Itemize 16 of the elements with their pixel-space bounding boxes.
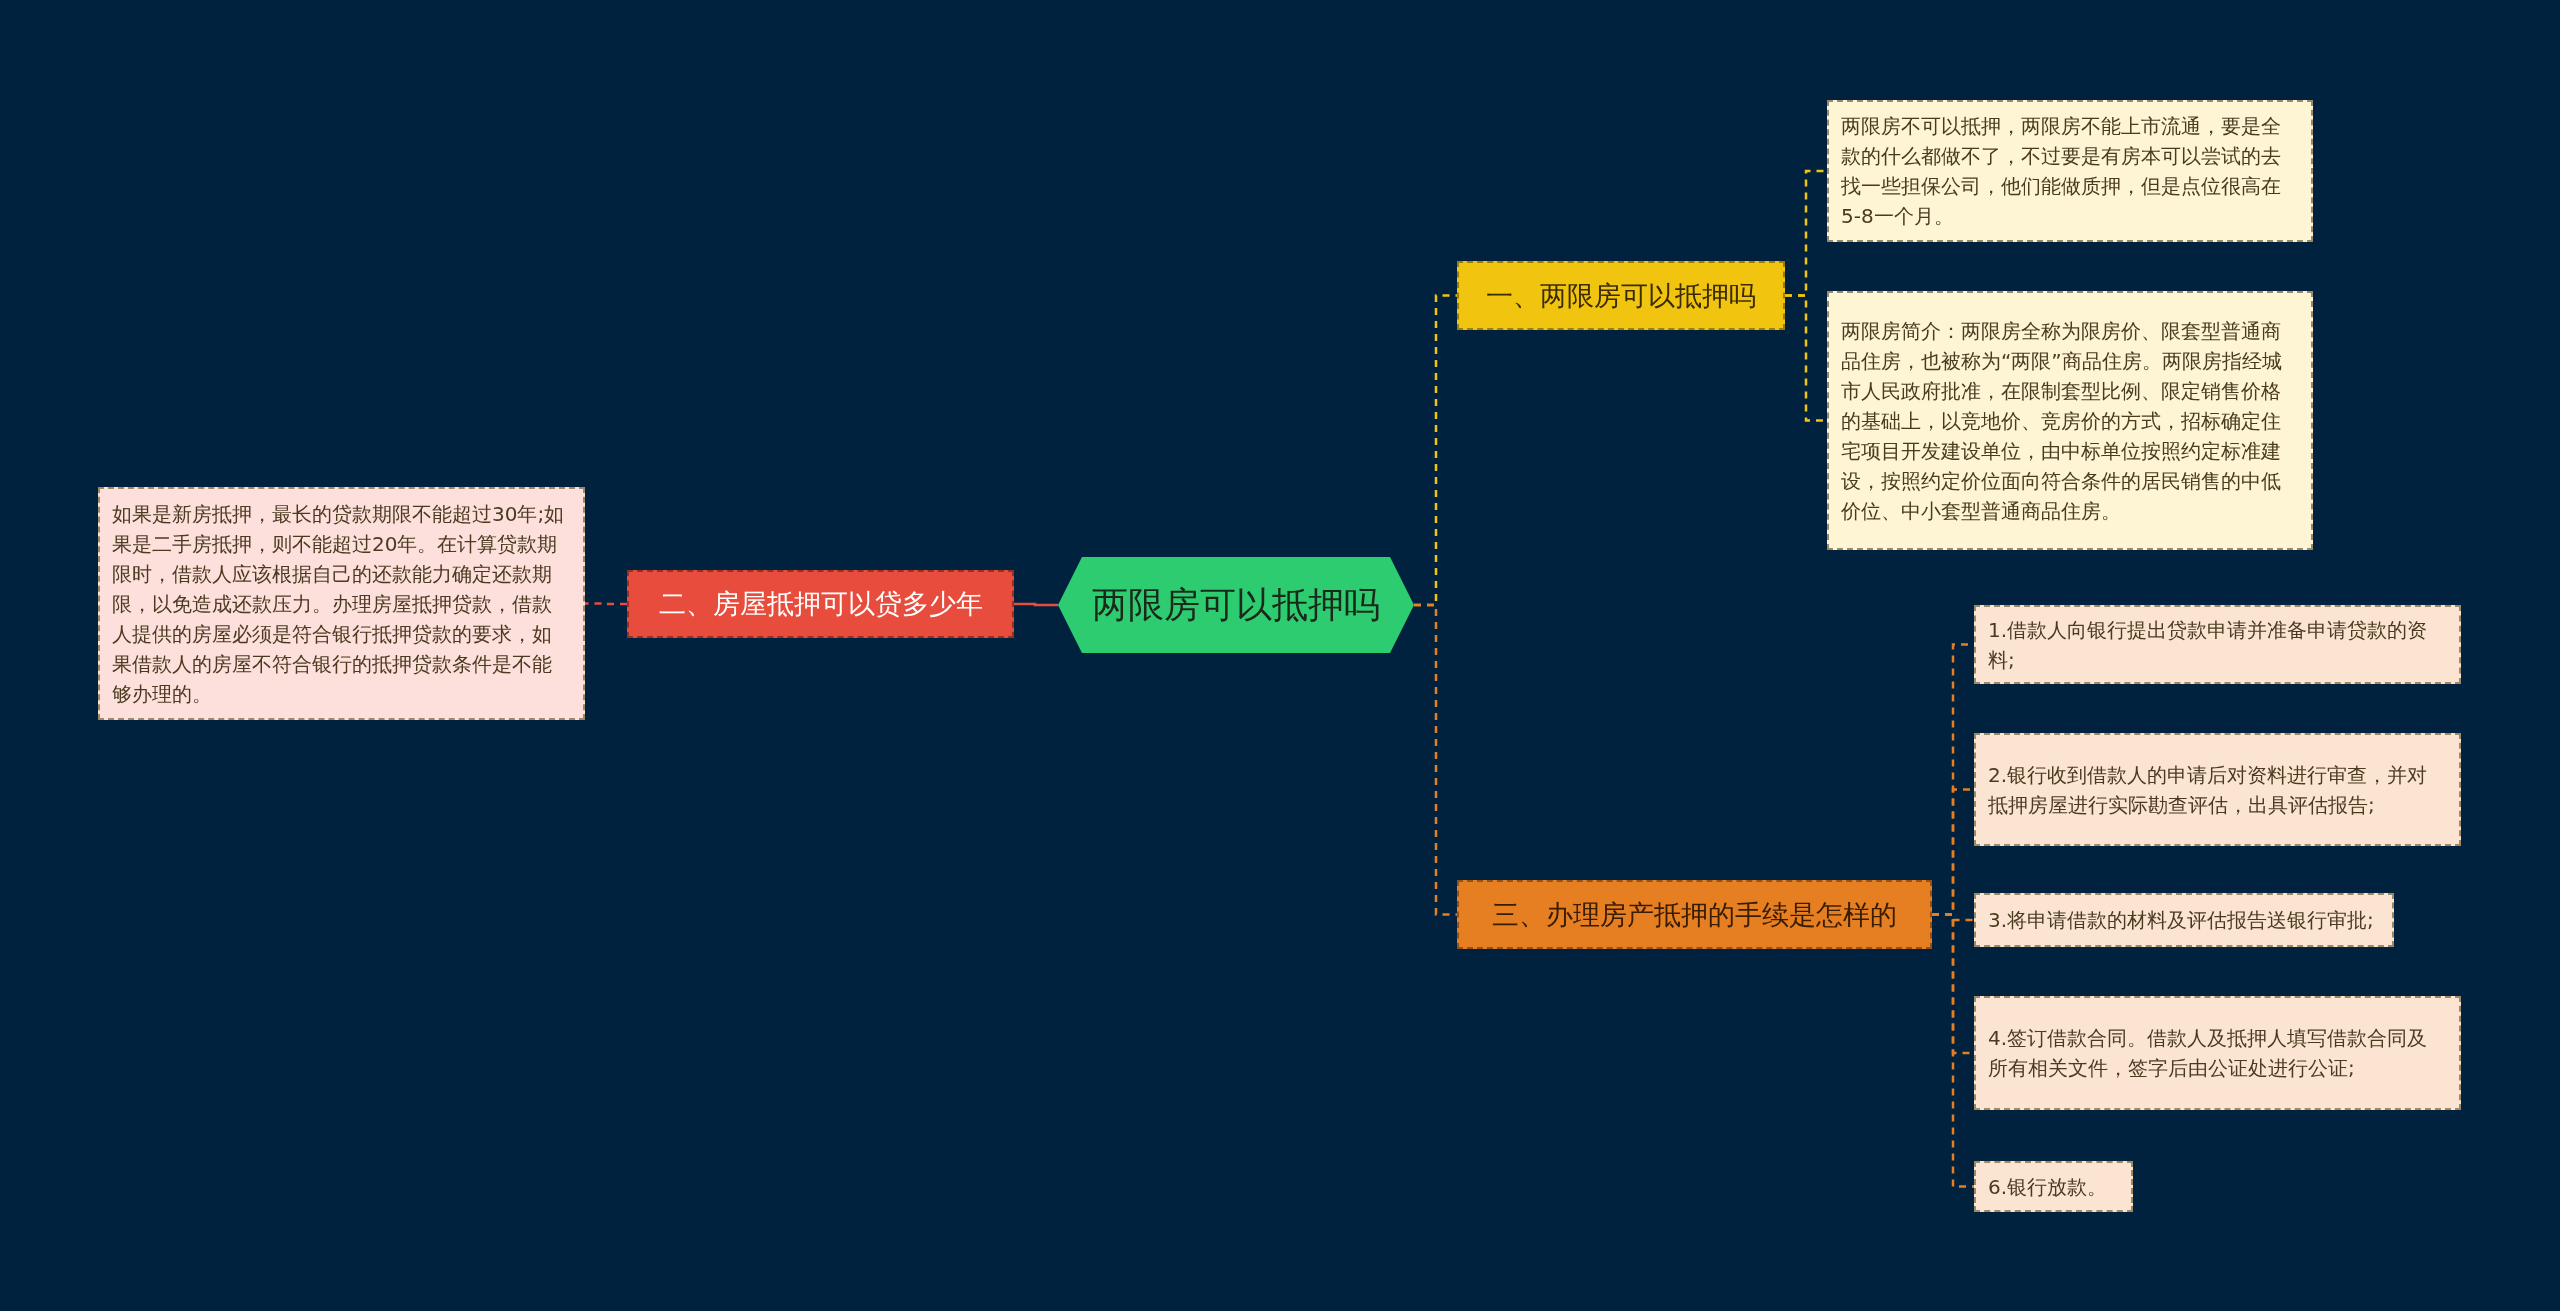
topic-box: 三、办理房产抵押的手续是怎样的	[1457, 880, 1932, 949]
hexagon-node: 两限房可以抵押吗	[1058, 557, 1414, 653]
connector-line	[1932, 913, 1974, 1188]
text-box: 6.银行放款。	[1974, 1161, 2133, 1212]
text-box: 两限房不可以抵押，两限房不能上市流通，要是全款的什么都做不了，不过要是有房本可以尝试的去找一些担保公司，他们能做质押，但是点位很高在5-8一个月。	[1827, 100, 2313, 242]
text-box: 3.将申请借款的材料及评估报告送银行审批;	[1974, 893, 2394, 947]
connector-line	[1414, 603, 1457, 916]
text-box: 4.签订借款合同。借款人及抵押人填写借款合同及所有相关文件，签字后由公证处进行公证;	[1974, 996, 2461, 1110]
connector-line	[585, 602, 627, 606]
text-box: 如果是新房抵押，最长的贷款期限不能超过30年;如果是二手房抵押，则不能超过20年。在计算贷款期限时，借款人应该根据自己的还款能力确定还款期限，以免造成还款压力。办理房屋抵押贷款，借款人提供的房屋必须是符合银行抵押贷款的要求，如果借款人的房屋不符合银行的抵押贷款条件是不能够办理的。	[98, 487, 585, 720]
text-box: 2.银行收到借款人的申请后对资料进行审查，并对抵押房屋进行实际勘查评估，出具评估报告;	[1974, 733, 2461, 846]
text-box: 1.借款人向银行提出贷款申请并准备申请贷款的资料;	[1974, 605, 2461, 684]
text-box: 两限房简介：两限房全称为限房价、限套型普通商品住房，也被称为“两限”商品住房。两限房指经城市人民政府批准，在限制套型比例、限定销售价格的基础上，以竞地价、竞房价的方式，招标确定住宅项目开发建设单位，由中标单位按照约定标准建设，按照约定价位面向符合条件的居民销售的中低价位、中小套型普通商品住房。	[1827, 291, 2313, 550]
connector-line	[1014, 602, 1058, 607]
topic-box: 一、两限房可以抵押吗	[1457, 261, 1785, 330]
topic-box: 二、房屋抵押可以贷多少年	[627, 570, 1014, 638]
